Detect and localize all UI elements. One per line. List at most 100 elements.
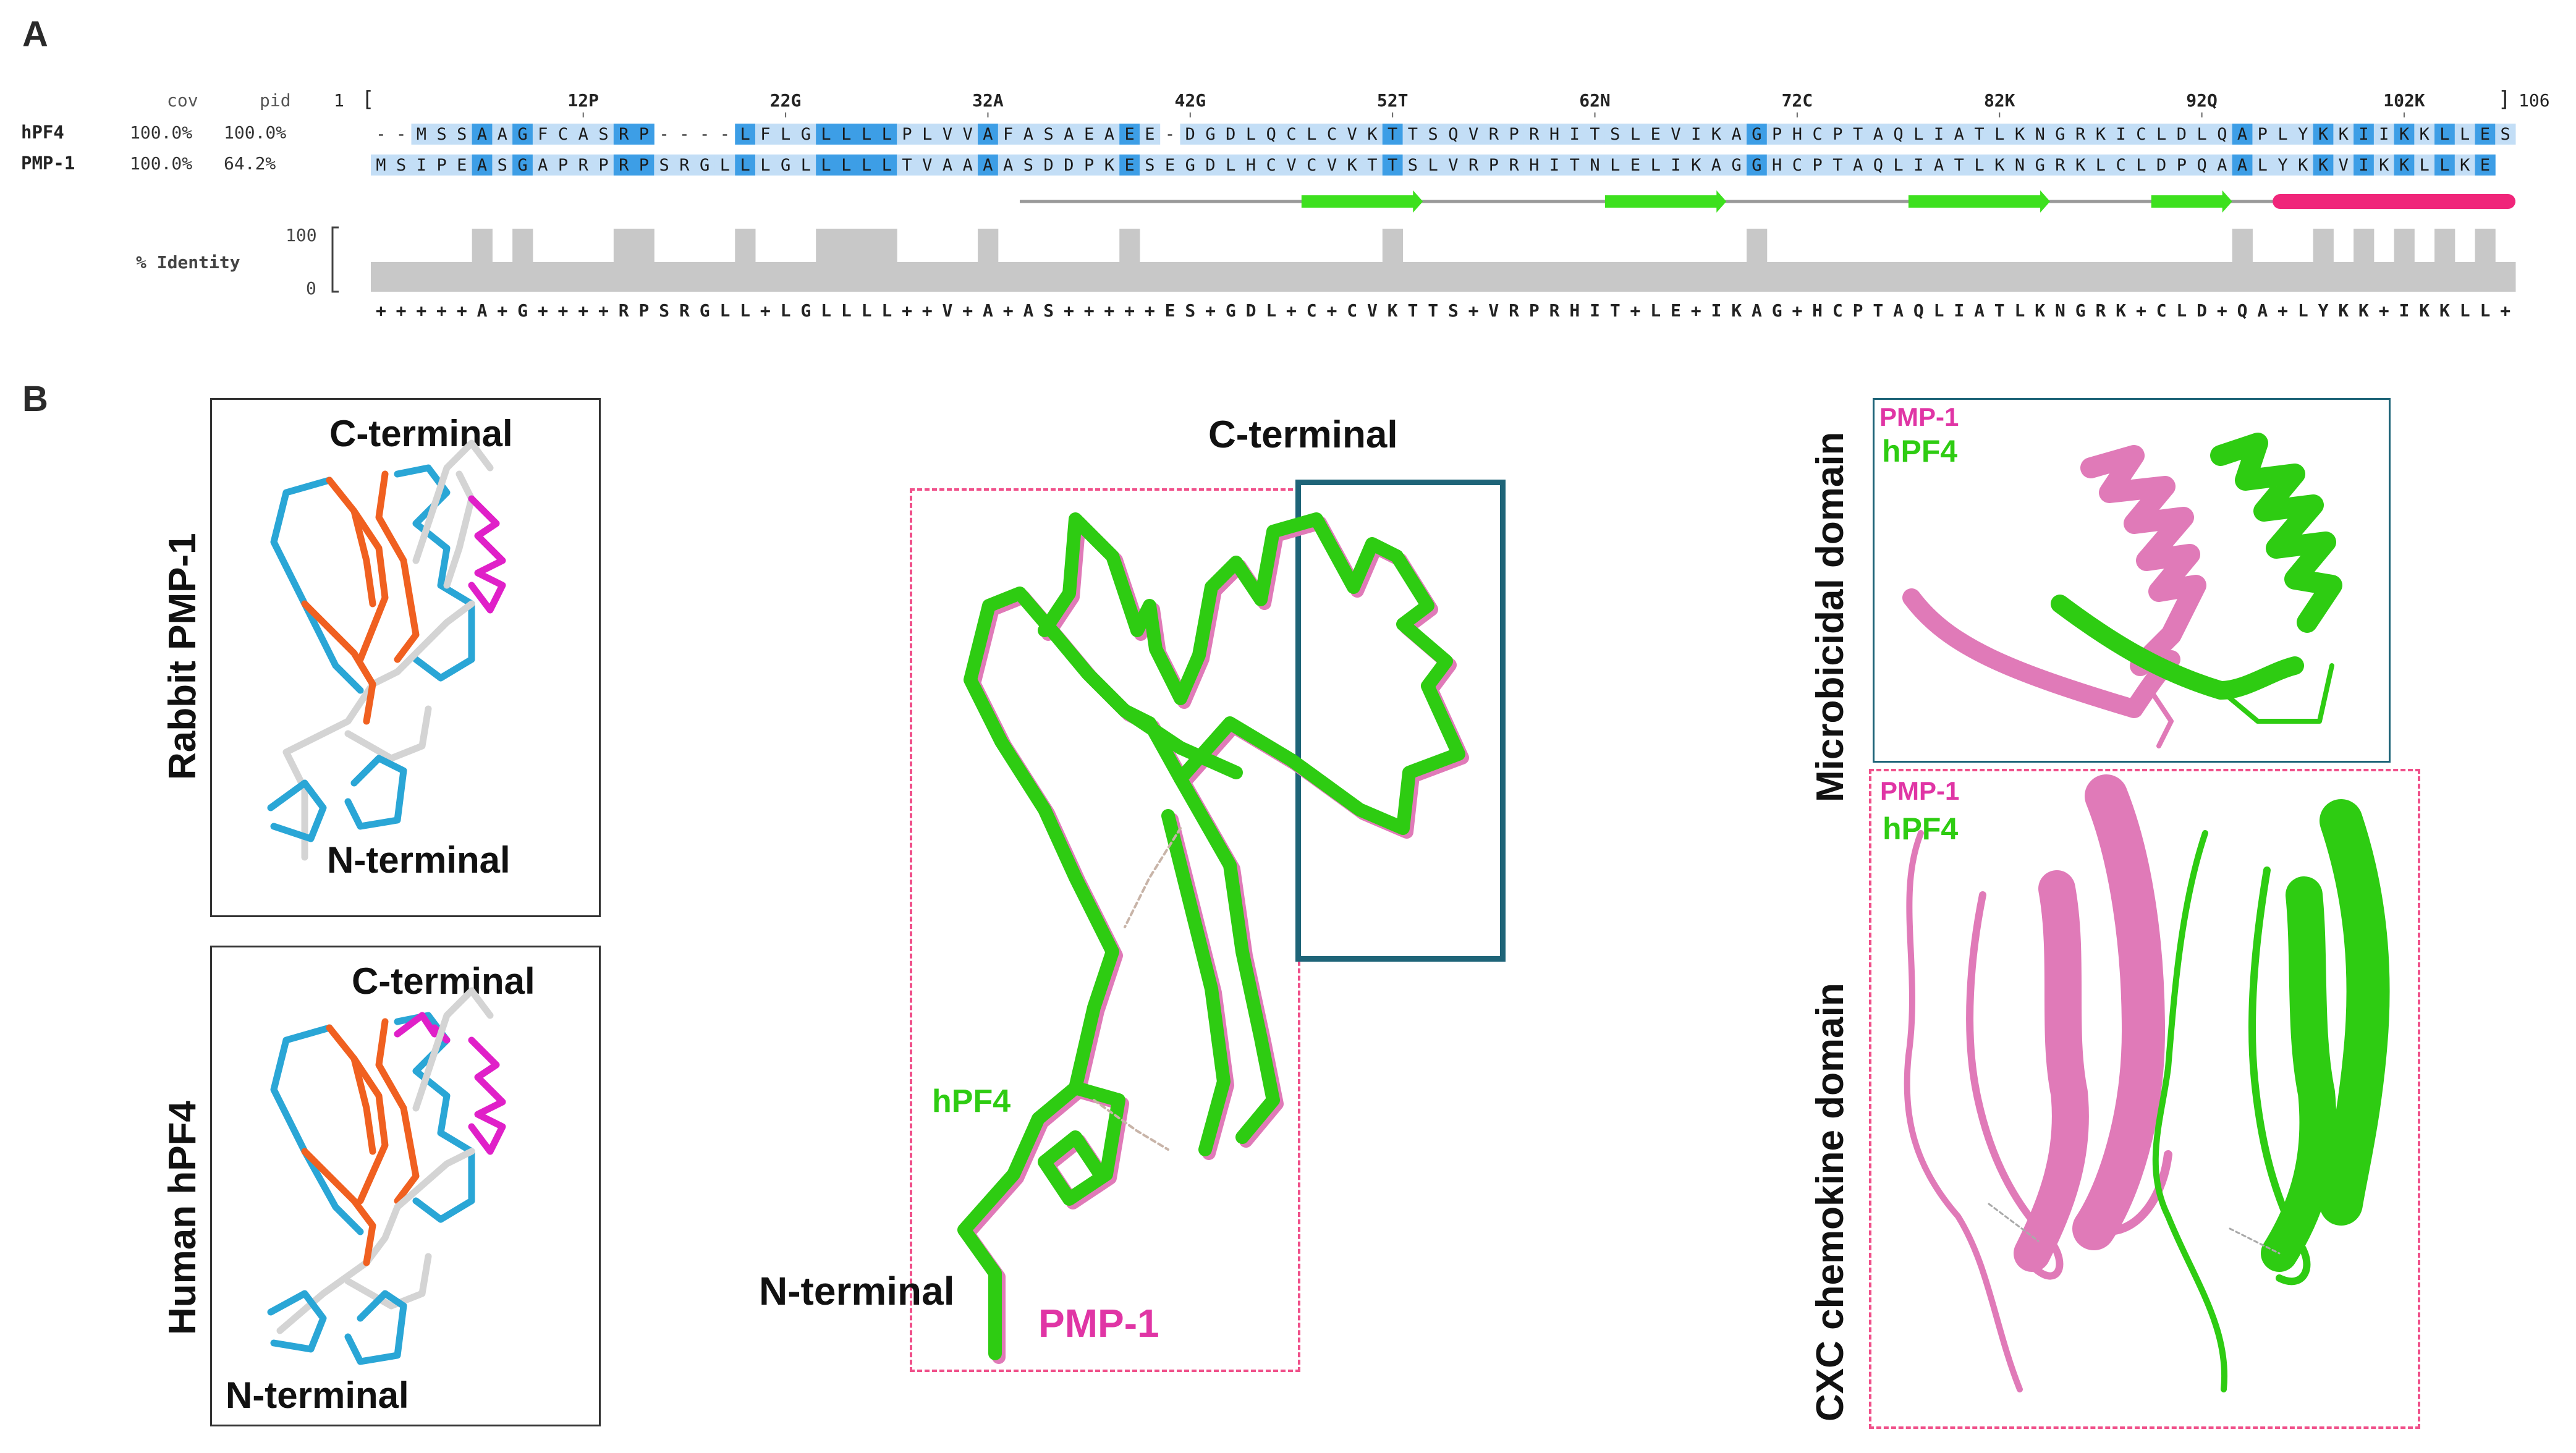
sequence-cell [1685,155,1707,176]
residue: D [1226,125,1235,144]
identity-bar [2111,262,2132,292]
sequence-cell [2111,155,2132,176]
sequence-cell [1483,124,1504,145]
consensus-char: A [477,300,488,321]
sequence-cell [1463,124,1484,145]
residue: C [1307,156,1316,175]
microbicidal-region-box [1295,480,1506,962]
sequence-cell [2131,124,2152,145]
identity-bar [1483,262,1504,292]
sequence-cell [674,155,695,176]
consensus-char: + [1792,300,1802,321]
residue: K [2318,125,2329,144]
residue: L [781,125,790,144]
residue: K [2420,125,2430,144]
beta-strand-mark [1908,190,2051,213]
residue: L [740,156,750,175]
consensus-char: A [1752,300,1762,321]
human-hpf4-label: Human hPF4 [161,1101,204,1335]
identity-bar [411,262,432,292]
identity-bar [1908,262,1930,292]
identity-bar [795,262,816,292]
sequence-cell [654,155,675,176]
consensus-char: + [1205,300,1216,321]
residue: H [1792,125,1802,144]
consensus-char: + [376,300,386,321]
row-name-pmp1: PMP-1 [21,153,75,174]
residue: K [1367,125,1378,144]
sequence-cell [1423,155,1444,176]
sequence-cell [775,155,796,176]
residue: P [639,156,649,175]
sequence-cell [2192,124,2213,145]
ruler-label: 12P [567,90,599,111]
start-number: 1 [334,90,344,111]
consensus-char: S [1448,300,1459,321]
consensus-char: + [416,300,426,321]
sequence-cell [937,155,958,176]
sequence-cell [2394,155,2415,176]
sequence-cell [957,155,978,176]
identity-bar [1969,262,1990,292]
consensus-char: V [943,300,953,321]
sequence-cell [897,155,918,176]
cxc-frame: PMP-1 hPF4 [1869,769,2420,1429]
sequence-cell [917,124,938,145]
sequence-cell [492,155,513,176]
residue: K [1347,156,1358,175]
consensus-char: L [841,300,852,321]
sequence-cell [2292,155,2314,176]
identity-bar [1402,262,1423,292]
consensus-char: S [659,300,669,321]
sequence-cell [1504,124,1525,145]
residue: E [1124,156,1134,175]
residue: I [417,156,426,175]
identity-bar [1787,262,1808,292]
consensus-char: + [922,300,933,321]
residue: C [2136,125,2146,144]
residue: A [1934,156,1944,175]
residue: E [1630,156,1640,175]
residue: L [2136,156,2146,175]
residue: L [2439,156,2449,175]
consensus-char: + [2379,300,2389,321]
sequence-cell [1200,124,1221,145]
sequence-cell [1585,155,1606,176]
sequence-cell [1261,124,1282,145]
sequence-cell [1888,155,1909,176]
sequence-cell [2090,155,2111,176]
residue: S [436,125,446,144]
sequence-cell [1483,155,1504,176]
residue: F [760,125,770,144]
sequence-cell [1018,155,1039,176]
residue: D [2156,156,2166,175]
sequence-cell [1443,124,1464,145]
center-c-terminal-label: C-terminal [1208,413,1398,456]
residue: C [1812,125,1822,144]
sequence-cell [2171,155,2192,176]
consensus-char: L [881,300,892,321]
sequence-cell [1604,155,1626,176]
consensus-char: R [1549,300,1560,321]
sequence-cell [1969,124,1990,145]
sequence-cell [1078,155,1099,176]
residue: P [2177,156,2187,175]
sequence-cell [1625,124,1646,145]
consensus-char: L [1650,300,1661,321]
residue: G [700,156,710,175]
sequence-cell [371,155,392,176]
identity-bar [1220,262,1242,292]
beta-strand-mark [2151,190,2232,213]
residue: G [517,125,527,144]
identity-bar [1139,262,1161,292]
residue: P [902,125,912,144]
sequence-cell [2313,124,2334,145]
sequence-cell [1706,124,1727,145]
consensus-char: C [1307,300,1317,321]
consensus-char: K [1388,300,1398,321]
identity-bar [2050,262,2071,292]
identity-bar [2171,262,2192,292]
sequence-cell [2009,124,2030,145]
residue: S [1428,125,1438,144]
